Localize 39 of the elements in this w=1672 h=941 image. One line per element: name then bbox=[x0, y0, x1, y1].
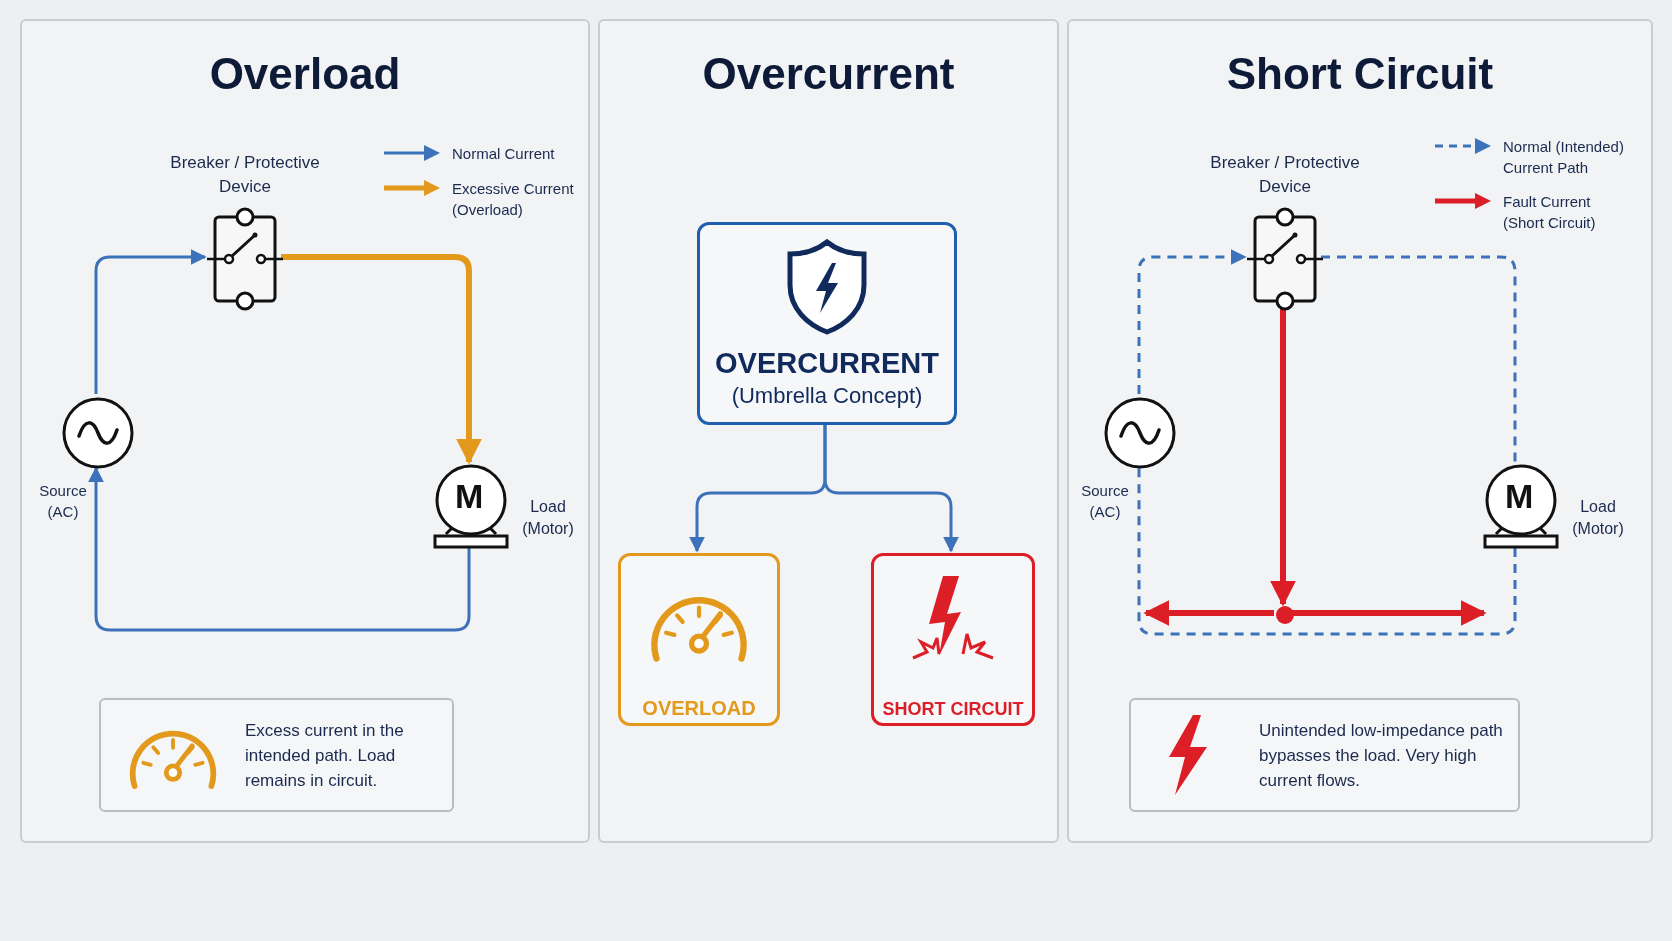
note-card bbox=[1129, 698, 1520, 812]
motor-symbol-letter: M bbox=[1505, 479, 1534, 513]
current-arrow bbox=[94, 249, 207, 394]
dashed-current-path bbox=[1137, 468, 1517, 636]
load-label: Load (Motor) bbox=[1571, 497, 1625, 539]
note-card bbox=[99, 698, 454, 812]
source-label: Source (AC) bbox=[38, 481, 88, 522]
panel-card bbox=[598, 19, 1059, 843]
motor-symbol-letter: M bbox=[455, 479, 484, 513]
panel-card bbox=[20, 19, 590, 843]
note-text: Unintended low-impedance path bypasses the load. Very high current flows. bbox=[1259, 719, 1504, 792]
panel-heading: Short Circuit bbox=[1225, 48, 1495, 100]
note-text: Excess current in the intended path. Load remains in circuit. bbox=[245, 719, 405, 792]
concept-title: OVERCURRENT bbox=[715, 346, 939, 381]
current-arrow bbox=[1143, 600, 1274, 626]
concept-subtitle: (Umbrella Concept) bbox=[731, 382, 923, 410]
dashed-current-path bbox=[1137, 249, 1247, 394]
current-arrow bbox=[281, 254, 482, 465]
current-arrow bbox=[823, 423, 959, 553]
dashed-current-path bbox=[1321, 255, 1517, 462]
device-label: Breaker / Protective Device bbox=[1209, 152, 1361, 198]
panel-card bbox=[1067, 19, 1653, 843]
panel-heading: Overload bbox=[208, 48, 402, 100]
category-label: SHORT CIRCUIT bbox=[882, 698, 1024, 721]
category-box bbox=[871, 553, 1035, 726]
category-box bbox=[618, 553, 780, 726]
legend-text: Normal (Intended) Current Path bbox=[1503, 137, 1625, 178]
source-label: Source (AC) bbox=[1080, 481, 1130, 522]
category-label: OVERLOAD bbox=[642, 696, 756, 721]
legend-text: Fault Current (Short Circuit) bbox=[1503, 192, 1597, 233]
legend-text: Excessive Current (Overload) bbox=[452, 179, 575, 220]
current-arrow bbox=[88, 466, 471, 632]
load-label: Load (Motor) bbox=[521, 497, 575, 539]
current-arrow bbox=[1292, 600, 1487, 626]
panel-heading: Overcurrent bbox=[701, 48, 956, 100]
current-arrow bbox=[1270, 309, 1296, 607]
concept-box bbox=[697, 222, 957, 425]
legend-text: Normal Current bbox=[452, 144, 556, 164]
device-label: Breaker / Protective Device bbox=[169, 152, 321, 198]
